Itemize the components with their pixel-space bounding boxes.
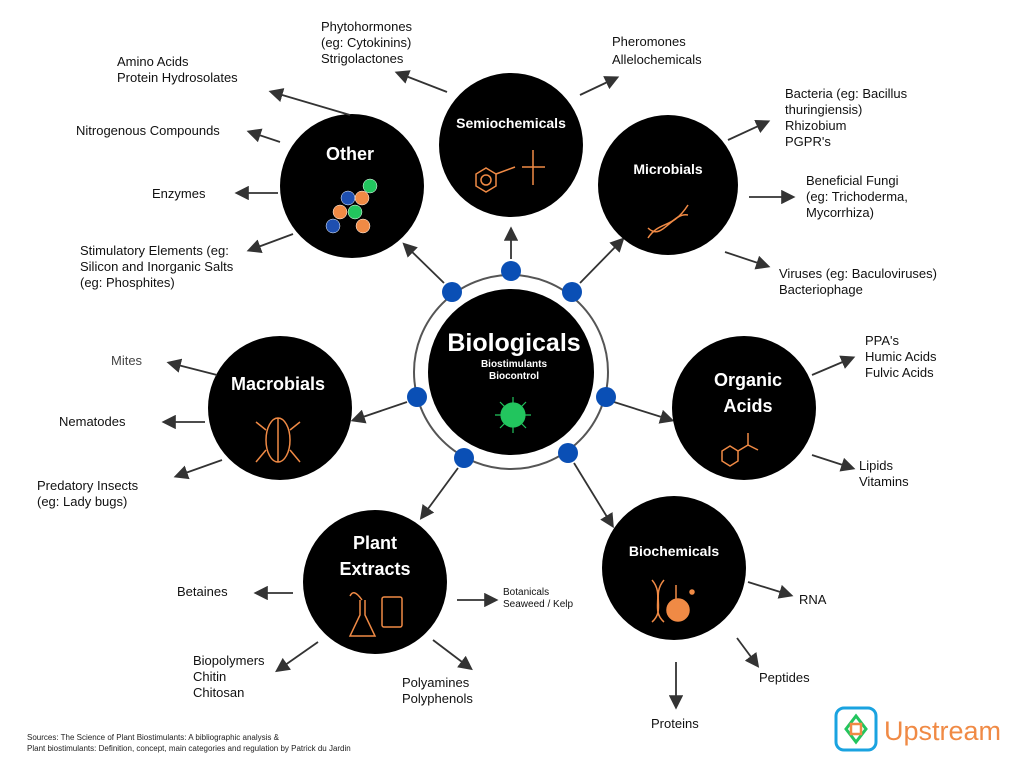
- item-text: Biopolymers: [193, 653, 265, 668]
- node-title: Microbials: [633, 161, 702, 177]
- node-title: Extracts: [339, 559, 410, 579]
- item-text: Fulvic Acids: [865, 365, 934, 380]
- item-text: Enzymes: [152, 186, 206, 201]
- item-text: Predatory Insects: [37, 478, 139, 493]
- node-title: Other: [326, 144, 374, 164]
- node-biochemicals: Biochemicals: [602, 496, 746, 640]
- molecule-icon: [721, 433, 759, 467]
- upstream-logo: Upstream: [834, 706, 1001, 752]
- item-text: Lipids: [859, 458, 893, 473]
- item-text: Bacteria (eg: Bacillus: [785, 86, 908, 101]
- item-text: (eg: Trichoderma,: [806, 189, 908, 204]
- item-text: Bacteriophage: [779, 282, 863, 297]
- item-text: Proteins: [651, 716, 699, 731]
- item-text: Betaines: [177, 584, 228, 599]
- sources-line-1: Sources: The Science of Plant Biostimula…: [27, 733, 280, 742]
- dna-flask-icon: [651, 579, 695, 623]
- item-text: Nitrogenous Compounds: [76, 123, 220, 138]
- item-text: Nematodes: [59, 414, 126, 429]
- beetle-icon: [255, 417, 301, 463]
- node-title: Plant: [353, 533, 397, 553]
- node-microbials: Microbials: [598, 115, 738, 255]
- node-semiochemicals: Semiochemicals: [439, 73, 583, 217]
- item-text: PPA's: [865, 333, 900, 348]
- item-text: (eg: Lady bugs): [37, 494, 127, 509]
- item-text: Phytohormones: [321, 19, 413, 34]
- item-text: Viruses (eg: Baculoviruses): [779, 266, 937, 281]
- item-text: PGPR's: [785, 134, 831, 149]
- item-text: Amino Acids: [117, 54, 189, 69]
- sources-line-2: Plant biostimulants: Definition, concept…: [27, 744, 351, 753]
- item-text: Chitosan: [193, 685, 244, 700]
- center-node: [428, 289, 594, 455]
- node-title: Semiochemicals: [456, 115, 566, 131]
- center-sub2: Biocontrol: [489, 371, 539, 382]
- item-text: Silicon and Inorganic Salts: [80, 259, 234, 274]
- item-text: Polyamines: [402, 675, 470, 690]
- node-title: Biochemicals: [629, 543, 719, 559]
- item-text: Rhizobium: [785, 118, 846, 133]
- item-text: Mites: [111, 353, 143, 368]
- node-title: Macrobials: [231, 374, 325, 394]
- dna-icon: [647, 204, 689, 239]
- center-sub1: Biostimulants: [481, 359, 548, 370]
- center-title: Biologicals: [447, 329, 580, 357]
- item-text: RNA: [799, 592, 827, 607]
- item-text: Protein Hydrosolates: [117, 70, 238, 85]
- item-text: Beneficial Fungi: [806, 173, 899, 188]
- item-text: Stimulatory Elements (eg:: [80, 243, 229, 258]
- item-text: (eg: Phosphites): [80, 275, 175, 290]
- item-text: Seaweed / Kelp: [503, 599, 573, 610]
- virus-icon: [495, 397, 531, 433]
- item-text: (eg: Cytokinins): [321, 35, 411, 50]
- item-text: Strigolactones: [321, 51, 404, 66]
- item-text: Allelochemicals: [612, 52, 702, 67]
- connector-dots: [407, 261, 616, 468]
- item-text: thuringiensis): [785, 102, 862, 117]
- item-text: Peptides: [759, 670, 810, 685]
- node-title: Organic: [714, 370, 782, 390]
- node-macrobials: Macrobials: [208, 336, 352, 480]
- node-title: Acids: [723, 396, 772, 416]
- logo-text: Upstream: [884, 716, 1001, 746]
- item-text: Mycorrhiza): [806, 205, 874, 220]
- center-connectors: [350, 226, 675, 529]
- molecule-icon: [475, 150, 545, 193]
- node-plant-extracts: Plant Extracts: [303, 510, 447, 654]
- node-organic-acids: Organic Acids: [672, 336, 816, 480]
- item-text: Botanicals: [503, 587, 549, 598]
- item-text: Chitin: [193, 669, 226, 684]
- item-text: Pheromones: [612, 34, 686, 49]
- node-other: Other: [280, 114, 424, 258]
- hexagons-icon: [325, 178, 378, 234]
- item-text: Polyphenols: [402, 691, 473, 706]
- item-text: Vitamins: [859, 474, 909, 489]
- flask-leaf-icon: [348, 592, 403, 637]
- item-text: Humic Acids: [865, 349, 937, 364]
